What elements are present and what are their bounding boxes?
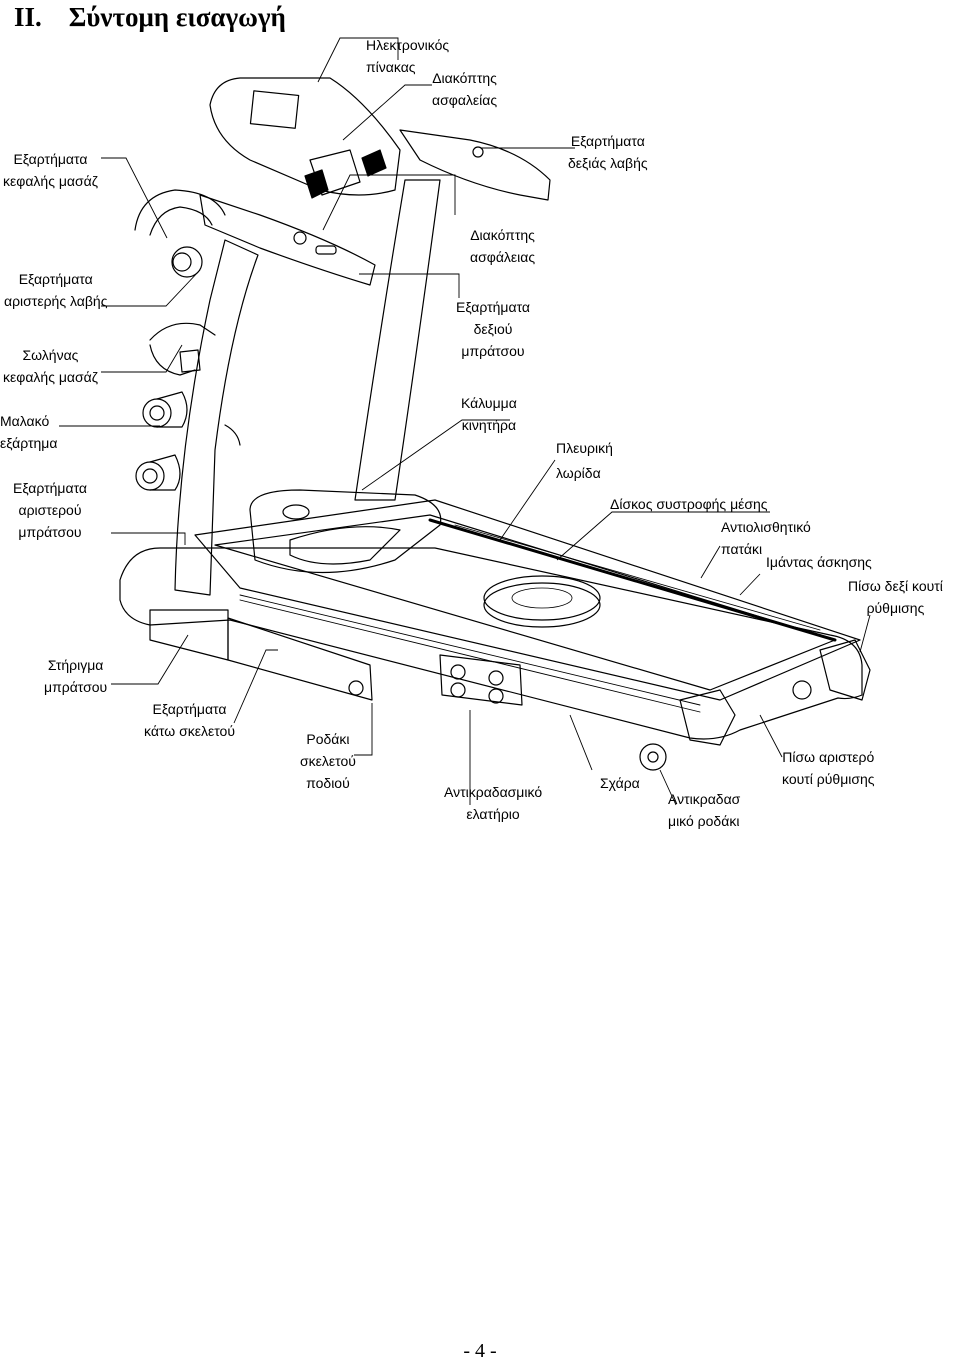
page-number: - 4 -	[463, 1340, 497, 1362]
label-antislip-pad: Αντιολισθητικό πατάκι	[721, 519, 811, 557]
label-motor-cover: Κάλυμμα κινητήρα	[461, 395, 517, 433]
label-massage-head-parts: Εξαρτήματα κεφαλής μασάζ	[3, 151, 98, 189]
label-console: Ηλεκτρονικός πίνακας	[366, 37, 450, 75]
label-right-grip-parts: Εξαρτήματα δεξιάς λαβής	[568, 133, 648, 171]
section-heading: II. Σύντομη εισαγωγή	[14, 2, 286, 33]
label-side-rail: Πλευρική λωρίδα	[556, 440, 613, 481]
section-number: II.	[14, 2, 42, 32]
label-running-belt: Ιμάντας άσκησης	[766, 554, 872, 570]
label-safety-switch-mid: Διακόπτης ασφάλειας	[470, 227, 536, 265]
label-left-arm-parts: Εξαρτήματα αριστερού μπράτσου	[13, 480, 87, 540]
label-massage-head-tube: Σωλήνας κεφαλής μασάζ	[3, 347, 98, 385]
label-shock-spring: Αντικραδασμικό ελατήριο	[444, 784, 543, 822]
label-shock-wheel: Αντικραδασ μικό ροδάκι	[668, 791, 741, 829]
label-lower-frame-parts: Εξαρτήματα κάτω σκελετού	[144, 701, 235, 739]
label-frame-wheel: Ροδάκι σκελετού ποδιού	[300, 731, 356, 791]
label-twister-disc: Δίσκος συστροφής μέσης	[610, 496, 768, 512]
label-rear-right-box: Πίσω δεξί κουτί ρύθμισης	[848, 578, 943, 616]
label-left-grip-parts: Εξαρτήματα αριστερής λαβής	[4, 271, 108, 309]
treadmill-illustration	[59, 37, 871, 806]
label-soft-attachment: Μαλακό εξάρτημα	[0, 413, 58, 451]
label-grid: Σχάρα	[600, 775, 640, 791]
label-arm-support: Στήριγμα μπράτσου	[44, 657, 108, 695]
label-safety-switch-top: Διακόπτης ασφαλείας	[432, 70, 498, 108]
label-right-arm-parts: Εξαρτήματα δεξιού μπράτσου	[456, 299, 530, 359]
label-rear-left-box: Πίσω αριστερό κουτί ρύθμισης	[782, 749, 875, 787]
section-title: Σύντομη εισαγωγή	[68, 2, 286, 32]
